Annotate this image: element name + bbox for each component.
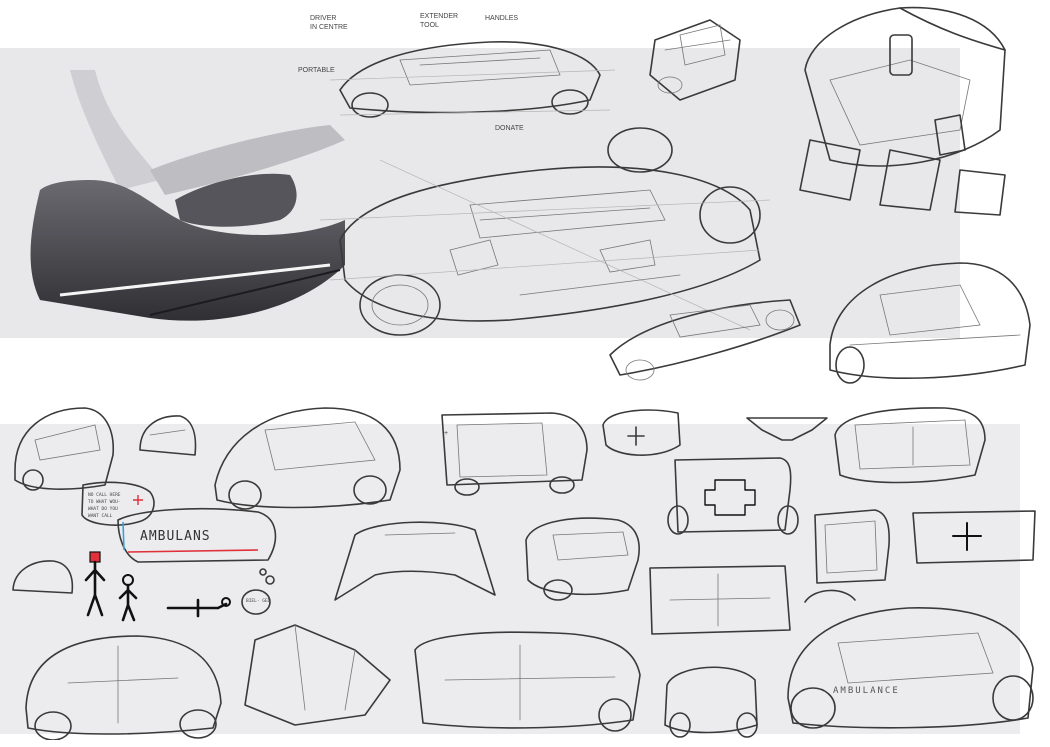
- bottom-rear-sketch: [664, 666, 758, 738]
- bottom-canopy-sketch: [244, 624, 391, 726]
- helmet-sketch: [602, 409, 681, 456]
- bottom-ambulance-text: AMBULANCE: [833, 686, 900, 696]
- label-extender: EXTENDER: [420, 13, 458, 20]
- small-car-sketch: [12, 560, 74, 594]
- comic-ambulance-doodle: NO CALL HERE TO WHAT WOU- WHAT DO YOU WA…: [81, 481, 277, 622]
- cross-panel-sketch: [912, 510, 1036, 564]
- pod-sketch-2: [139, 415, 197, 456]
- bottom-ambulance-sketch: AMBULANCE: [787, 607, 1034, 729]
- label-portable: PORTABLE: [298, 67, 335, 74]
- label-tool: TOOL: [420, 22, 439, 29]
- svg-text:WHAT DO YOU: WHAT DO YOU: [88, 506, 118, 512]
- wing-sketch: [746, 417, 828, 441]
- top-annotations: DRIVER IN CENTRE EXTENDER TOOL HANDLES P…: [298, 13, 524, 132]
- cross-pod-sketch: [667, 457, 799, 535]
- flap-sketch: [804, 589, 856, 603]
- comic-ambulance-text: AMBULANS: [140, 529, 211, 544]
- comic-bubble-1: NO CALL HERE: [88, 492, 121, 498]
- big-box-sketch: [649, 565, 791, 635]
- label-donate: DONATE: [495, 125, 524, 132]
- top-chassis-sketch: [329, 41, 616, 118]
- svg-text:TO WHAT WOU-: TO WHAT WOU-: [88, 499, 121, 505]
- minivan-sketch: [214, 407, 401, 510]
- box-pod-sketch: +: [441, 412, 588, 496]
- label-driver: DRIVER: [310, 15, 336, 22]
- pod-sketch-1: [14, 407, 115, 491]
- compact-car-sketch: [525, 517, 640, 601]
- cross-mark-1: +: [444, 430, 448, 437]
- svg-text:WANT CALL: WANT CALL: [88, 513, 113, 519]
- label-in-centre: IN CENTRE: [310, 24, 348, 31]
- right-vehicle-sketch: [829, 262, 1031, 384]
- wide-pod-sketch: [834, 407, 986, 484]
- rendered-seat-module: [30, 70, 345, 321]
- main-chassis-sketch: [320, 127, 770, 336]
- small-box-sketch: [814, 509, 890, 584]
- interior-cabin-sketch: [799, 6, 1006, 216]
- bottom-box-van-sketch: [414, 631, 641, 732]
- label-handles: HANDLES: [485, 15, 518, 22]
- platform-sketch: [609, 299, 801, 381]
- tent-pod-sketch: [334, 521, 496, 601]
- seat-detail-sketch: [649, 19, 741, 101]
- bottom-van-sketch-1: [25, 635, 222, 740]
- comic-bubble-2: BIEL- GED: [246, 598, 271, 604]
